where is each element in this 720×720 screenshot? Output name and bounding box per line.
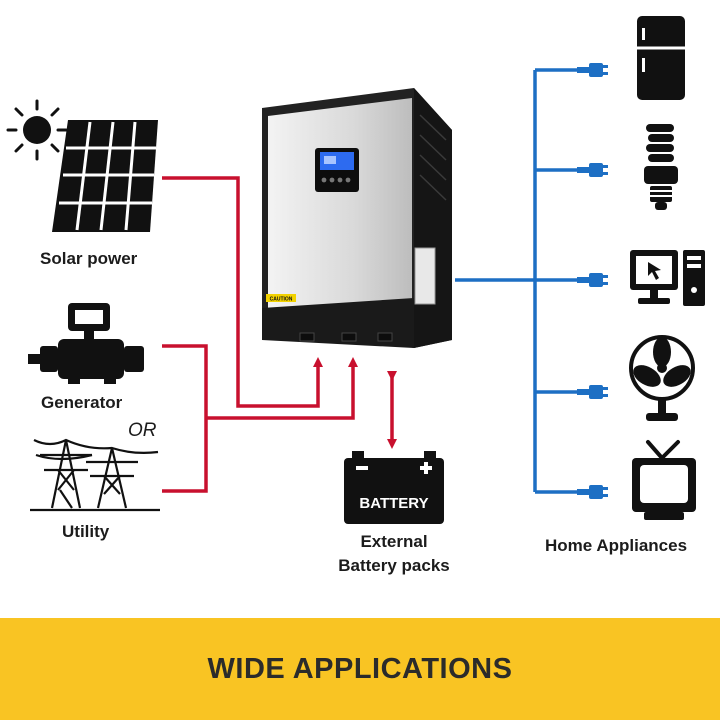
caution-label: CAUTION bbox=[270, 297, 293, 303]
utility-tower-icon bbox=[30, 438, 160, 512]
tv-icon bbox=[632, 440, 696, 520]
plug-icon bbox=[577, 385, 608, 399]
generator-label: Generator bbox=[41, 393, 123, 412]
banner-title: WIDE APPLICATIONS bbox=[207, 652, 513, 685]
solar-wire bbox=[162, 176, 323, 408]
solar-panel-icon bbox=[52, 120, 158, 232]
plug-icon bbox=[577, 63, 608, 77]
fridge-icon bbox=[637, 16, 685, 100]
utility-label: Utility bbox=[62, 522, 110, 541]
battery-plate-label: BATTERY bbox=[359, 495, 428, 512]
solar-power-label: Solar power bbox=[40, 249, 138, 268]
battery-label-line1: External bbox=[360, 532, 428, 551]
battery-icon: BATTERY bbox=[344, 451, 444, 524]
home-appliances-label: Home Appliances bbox=[545, 536, 688, 555]
computer-icon bbox=[630, 250, 705, 306]
plug-icon bbox=[577, 485, 608, 499]
battery-label-line2: Battery packs bbox=[338, 556, 450, 575]
plug-icon bbox=[577, 273, 608, 287]
sun-icon bbox=[6, 99, 68, 161]
plug-icons bbox=[577, 63, 608, 499]
fan-icon bbox=[629, 335, 695, 421]
generator-icon bbox=[28, 303, 144, 384]
plug-icon bbox=[577, 163, 608, 177]
or-label: OR bbox=[128, 420, 157, 441]
grid-wire bbox=[206, 357, 358, 420]
banner: WIDE APPLICATIONS bbox=[0, 618, 720, 720]
generator-wire bbox=[162, 344, 208, 493]
lightbulb-icon bbox=[644, 124, 678, 210]
input-wires bbox=[162, 176, 397, 493]
output-wires bbox=[455, 68, 580, 494]
inverter-unit: CAUTION bbox=[262, 88, 452, 348]
